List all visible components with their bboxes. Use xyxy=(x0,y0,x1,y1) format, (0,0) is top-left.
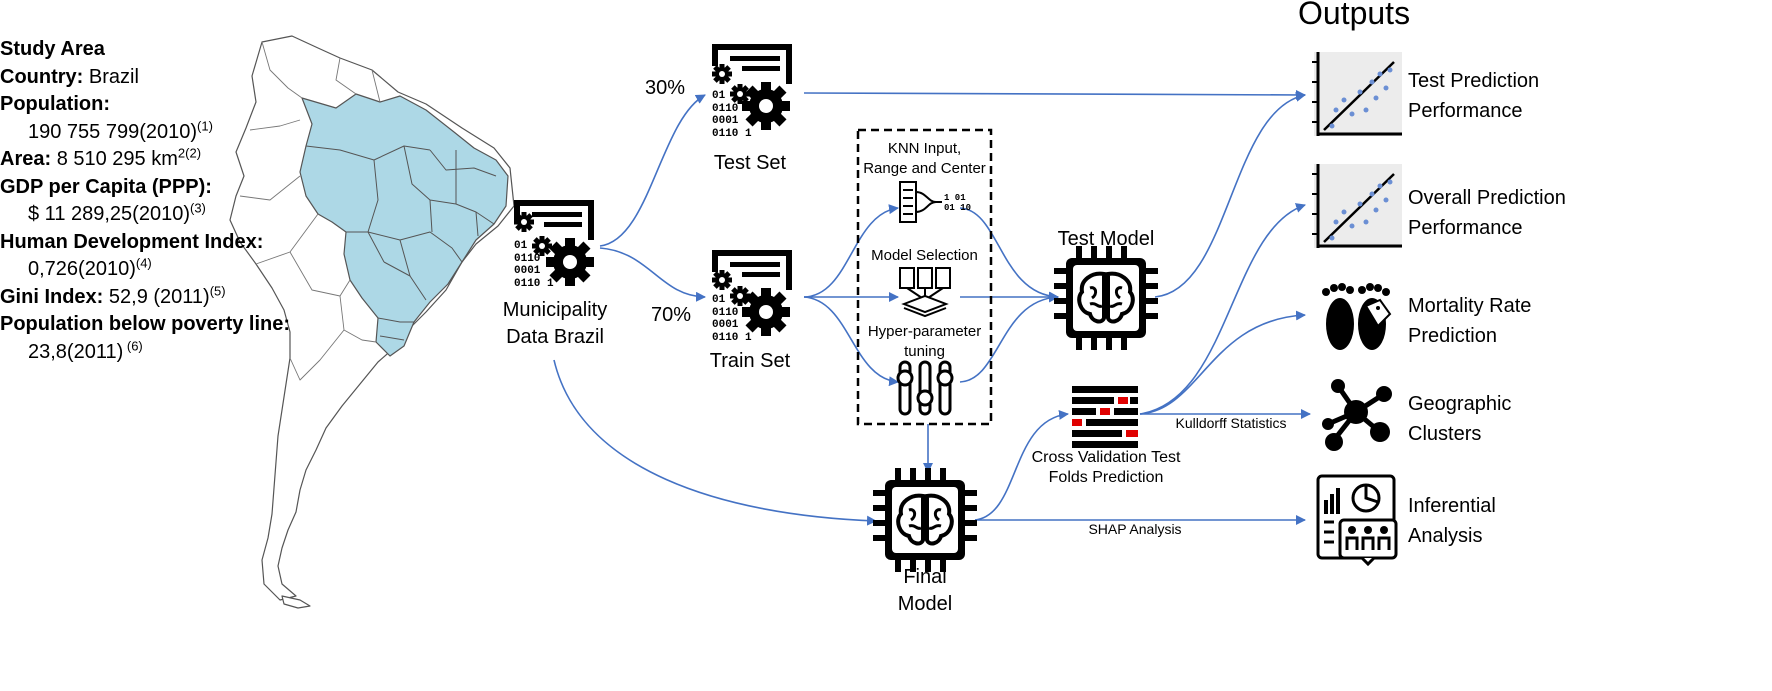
arrow-municipality-to-final xyxy=(553,359,877,526)
arrow-train-to-hyper xyxy=(803,296,899,387)
arrow-testmodel-to-output1 xyxy=(1154,91,1306,298)
test-model-chip-icon xyxy=(1052,244,1160,352)
model-selection-label: Model Selection xyxy=(871,247,978,264)
geographic-network-icon xyxy=(1322,379,1392,451)
feet-tag-icon xyxy=(1322,283,1392,350)
knn-icon: 1 01 01 10 xyxy=(899,181,971,223)
shap-label: SHAP Analysis xyxy=(1088,521,1182,537)
arrow-hyper-to-testmodel xyxy=(959,292,1059,383)
arrow-cv-to-output3 xyxy=(1139,310,1306,415)
arrow-municipality-to-test xyxy=(599,94,706,247)
arrow-final-to-cv xyxy=(974,409,1069,521)
study-area-title: Study Area xyxy=(0,38,105,60)
svg-text:1 01: 1 01 xyxy=(944,193,966,203)
arrow-knn-to-testmodel xyxy=(959,207,1059,302)
arrow-test-to-output1 xyxy=(803,89,1306,100)
test-model-label: Test Model xyxy=(1057,228,1155,250)
test-performance-scatter-icon xyxy=(1310,50,1404,138)
knn-label: KNN Input,Range and Center xyxy=(863,140,986,177)
final-model-chip-icon xyxy=(871,466,979,574)
model-selection-icon xyxy=(899,267,951,318)
kulldorff-label: Kulldorff Statistics xyxy=(1175,415,1287,431)
pct-test-label: 30% xyxy=(644,77,686,99)
arrow-municipality-to-train xyxy=(599,247,706,302)
study-area-info: Study Area Country: Brazil Population: 1… xyxy=(0,38,291,363)
inferential-report-icon xyxy=(1316,474,1398,567)
arrow-train-to-knn xyxy=(803,204,899,298)
overall-performance-scatter-icon xyxy=(1310,162,1404,250)
south-america-map xyxy=(229,35,515,609)
outputs-title: Outputs xyxy=(1298,0,1411,31)
pct-train-label: 70% xyxy=(650,304,692,326)
arrow-cv-to-output2 xyxy=(1139,203,1306,415)
cross-validation-icon xyxy=(1072,386,1138,448)
test-set-label: Test Set xyxy=(713,152,787,174)
arrows xyxy=(553,89,1311,526)
train-set-label: Train Set xyxy=(709,350,791,372)
svg-text:01 10: 01 10 xyxy=(944,203,971,213)
training-pipeline-box xyxy=(856,128,993,426)
hyperparameter-sliders-icon xyxy=(896,360,954,416)
